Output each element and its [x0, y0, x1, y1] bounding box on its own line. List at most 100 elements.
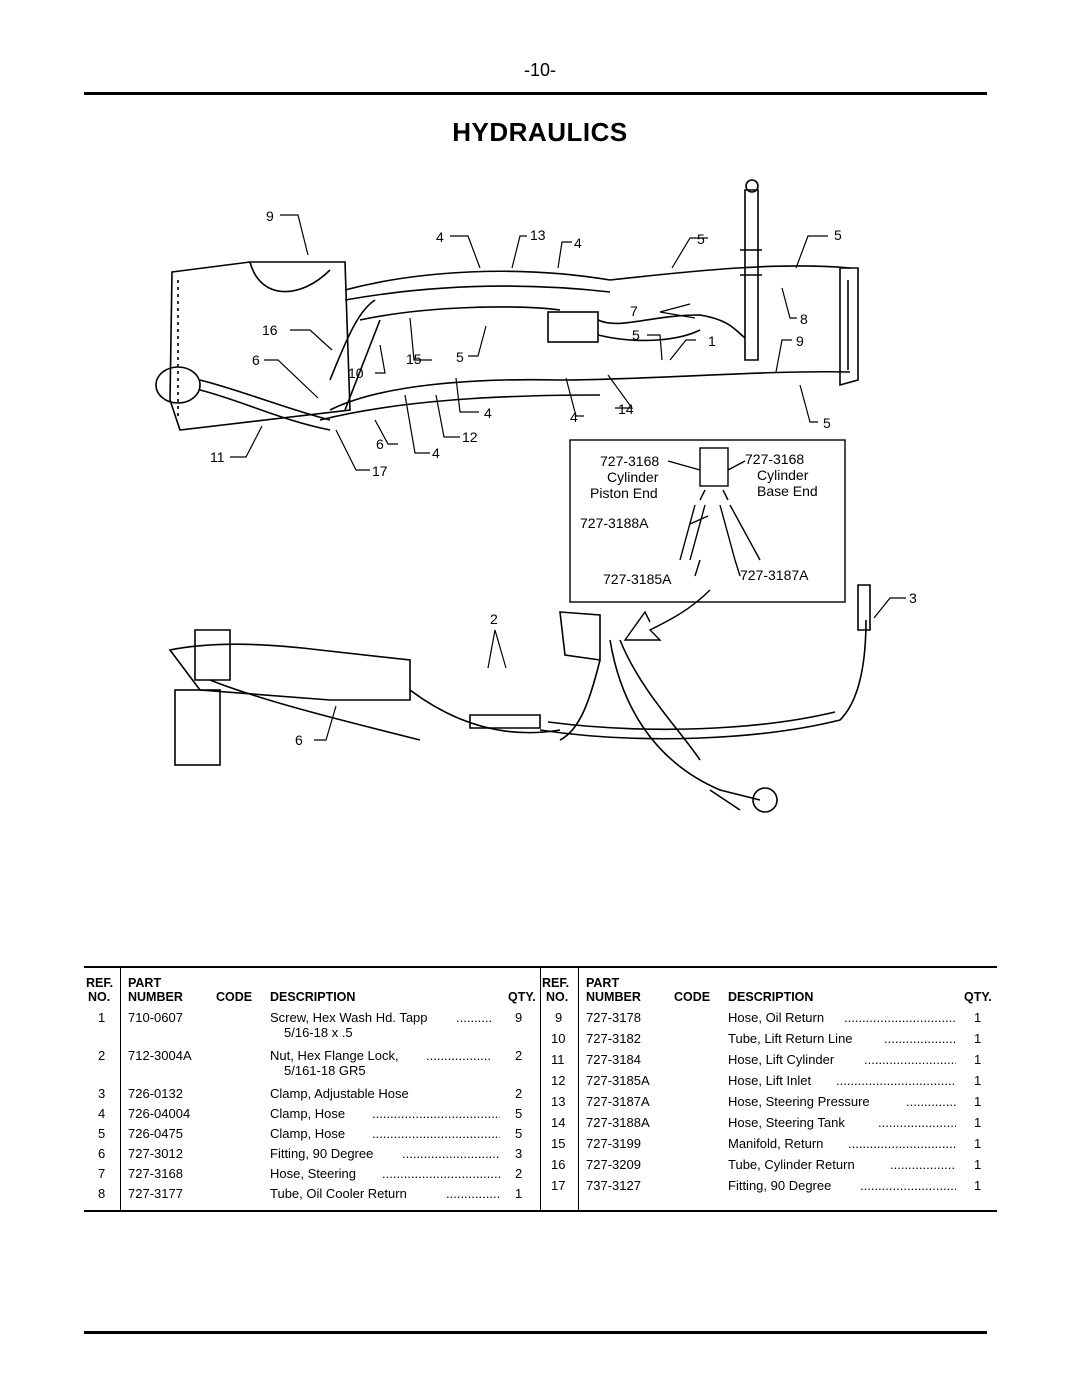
dot-leader: ........................................… — [860, 1178, 956, 1193]
row-desc: Hose, Steering — [270, 1166, 356, 1181]
row-part: 737-3127 — [586, 1178, 641, 1193]
header-description: DESCRIPTION — [270, 990, 356, 1004]
row-desc: Clamp, Hose — [270, 1106, 346, 1121]
dot-leader: .............................. — [890, 1157, 956, 1172]
row-ref: 3 — [98, 1086, 106, 1101]
row-part: 727-3168 — [128, 1166, 183, 1181]
header-number: NUMBER — [128, 990, 183, 1004]
row-qty: 1 — [974, 1010, 982, 1025]
row-ref: 2 — [98, 1048, 106, 1063]
hydraulics-diagram: 727-3168 Cylinder Piston End 727-3168 Cy… — [155, 179, 917, 813]
row-qty: 2 — [515, 1166, 523, 1181]
row-desc: Hose, Oil Return — [728, 1010, 825, 1025]
callout-label: 8 — [800, 311, 808, 327]
callout-label: 1 — [708, 333, 716, 349]
row-desc-2: 5/16-18 x .5 — [284, 1025, 353, 1040]
row-qty: 1 — [515, 1186, 523, 1201]
inset-right-bot: Base End — [757, 483, 818, 499]
row-part: 726-0475 — [128, 1126, 183, 1141]
header-code: CODE — [216, 990, 253, 1004]
callout-label: 5 — [697, 231, 705, 247]
row-ref: 5 — [98, 1126, 106, 1141]
row-desc: Manifold, Return — [728, 1136, 824, 1151]
header-no: NO. — [88, 990, 111, 1004]
row-qty: 1 — [974, 1052, 982, 1067]
row-part: 726-0132 — [128, 1086, 183, 1101]
dot-leader: .................................. — [884, 1031, 956, 1046]
row-desc: Hose, Lift Cylinder — [728, 1052, 835, 1067]
row-qty: 3 — [515, 1146, 523, 1161]
row-part: 727-3188A — [586, 1115, 650, 1130]
row-part: 727-3182 — [586, 1031, 641, 1046]
row-ref: 1 — [98, 1010, 106, 1025]
callout-label: 6 — [295, 732, 303, 748]
row-part: 727-3177 — [128, 1186, 183, 1201]
row-part: 727-3178 — [586, 1010, 641, 1025]
callout-label: 9 — [796, 333, 804, 349]
callout-label: 4 — [570, 409, 578, 425]
callout-label: 5 — [632, 327, 640, 343]
header-qty: QTY. — [964, 990, 992, 1004]
callout-label: 6 — [252, 352, 260, 368]
callout-label: 9 — [266, 208, 274, 224]
dot-leader: .................................. — [426, 1048, 492, 1063]
header-qty: QTY. — [508, 990, 536, 1004]
row-part: 710-0607 — [128, 1010, 183, 1025]
row-part: 727-3187A — [586, 1094, 650, 1109]
inset-right-mid: Cylinder — [757, 467, 809, 483]
callout-label: 5 — [834, 227, 842, 243]
row-ref: 13 — [551, 1094, 566, 1109]
inset-hose-a: 727-3188A — [580, 515, 649, 531]
callout-label: 11 — [210, 449, 225, 465]
column-divider — [120, 966, 121, 1212]
page-title: HYDRAULICS — [452, 117, 628, 147]
row-desc: Tube, Oil Cooler Return — [270, 1186, 407, 1201]
row-ref: 8 — [98, 1186, 106, 1201]
callout-label: 5 — [456, 349, 464, 365]
row-part: 726-04004 — [128, 1106, 191, 1121]
row-ref: 17 — [551, 1178, 566, 1193]
row-part: 712-3004A — [128, 1048, 192, 1063]
parts-table: REF. NO. PART NUMBER CODE DESCRIPTION QT… — [84, 966, 997, 1212]
row-desc: Clamp, Hose — [270, 1126, 346, 1141]
dot-leader: ........................................… — [864, 1052, 956, 1067]
row-desc: Fitting, 90 Degree — [728, 1178, 832, 1193]
inset-left-top: 727-3168 — [600, 453, 659, 469]
row-desc: Clamp, Adjustable Hose — [270, 1086, 409, 1101]
header-part: PART — [128, 976, 162, 990]
top-rule — [84, 92, 987, 95]
callout-label: 15 — [406, 351, 422, 367]
inset-hose-c: 727-3187A — [740, 567, 809, 583]
callout-labels: 9 4 13 4 5 5 7 8 16 6 15 5 10 5 1 9 4 4 … — [210, 208, 917, 748]
header-description: DESCRIPTION — [728, 990, 814, 1004]
callout-label: 6 — [376, 436, 384, 452]
row-desc: Hose, Steering Tank — [728, 1115, 845, 1130]
dot-leader: ........................................… — [402, 1146, 500, 1161]
row-ref: 9 — [555, 1010, 563, 1025]
row-qty: 1 — [974, 1031, 982, 1046]
row-qty: 1 — [974, 1157, 982, 1172]
row-ref: 6 — [98, 1146, 106, 1161]
callout-label: 12 — [462, 429, 478, 445]
callout-label: 4 — [436, 229, 444, 245]
row-part: 727-3185A — [586, 1073, 650, 1088]
row-desc: Hose, Lift Inlet — [728, 1073, 812, 1088]
row-part: 727-3199 — [586, 1136, 641, 1151]
row-ref: 14 — [551, 1115, 566, 1130]
dot-leader: ........................ — [906, 1094, 956, 1109]
row-ref: 11 — [551, 1052, 565, 1067]
inset-labels: 727-3168 Cylinder Piston End 727-3168 Cy… — [580, 451, 818, 587]
row-qty: 1 — [974, 1073, 982, 1088]
callout-label: 4 — [574, 235, 582, 251]
row-desc: Tube, Lift Return Line — [728, 1031, 853, 1046]
row-part: 727-3209 — [586, 1157, 641, 1172]
row-desc: Tube, Cylinder Return — [728, 1157, 855, 1172]
callout-label: 7 — [630, 303, 638, 319]
header-part: PART — [586, 976, 620, 990]
dot-leader: ........................................… — [836, 1073, 956, 1088]
row-qty: 5 — [515, 1126, 523, 1141]
row-ref: 15 — [551, 1136, 566, 1151]
dot-leader: .......................... — [446, 1186, 500, 1201]
row-ref: 12 — [551, 1073, 566, 1088]
dot-leader: ........................................… — [844, 1010, 956, 1025]
